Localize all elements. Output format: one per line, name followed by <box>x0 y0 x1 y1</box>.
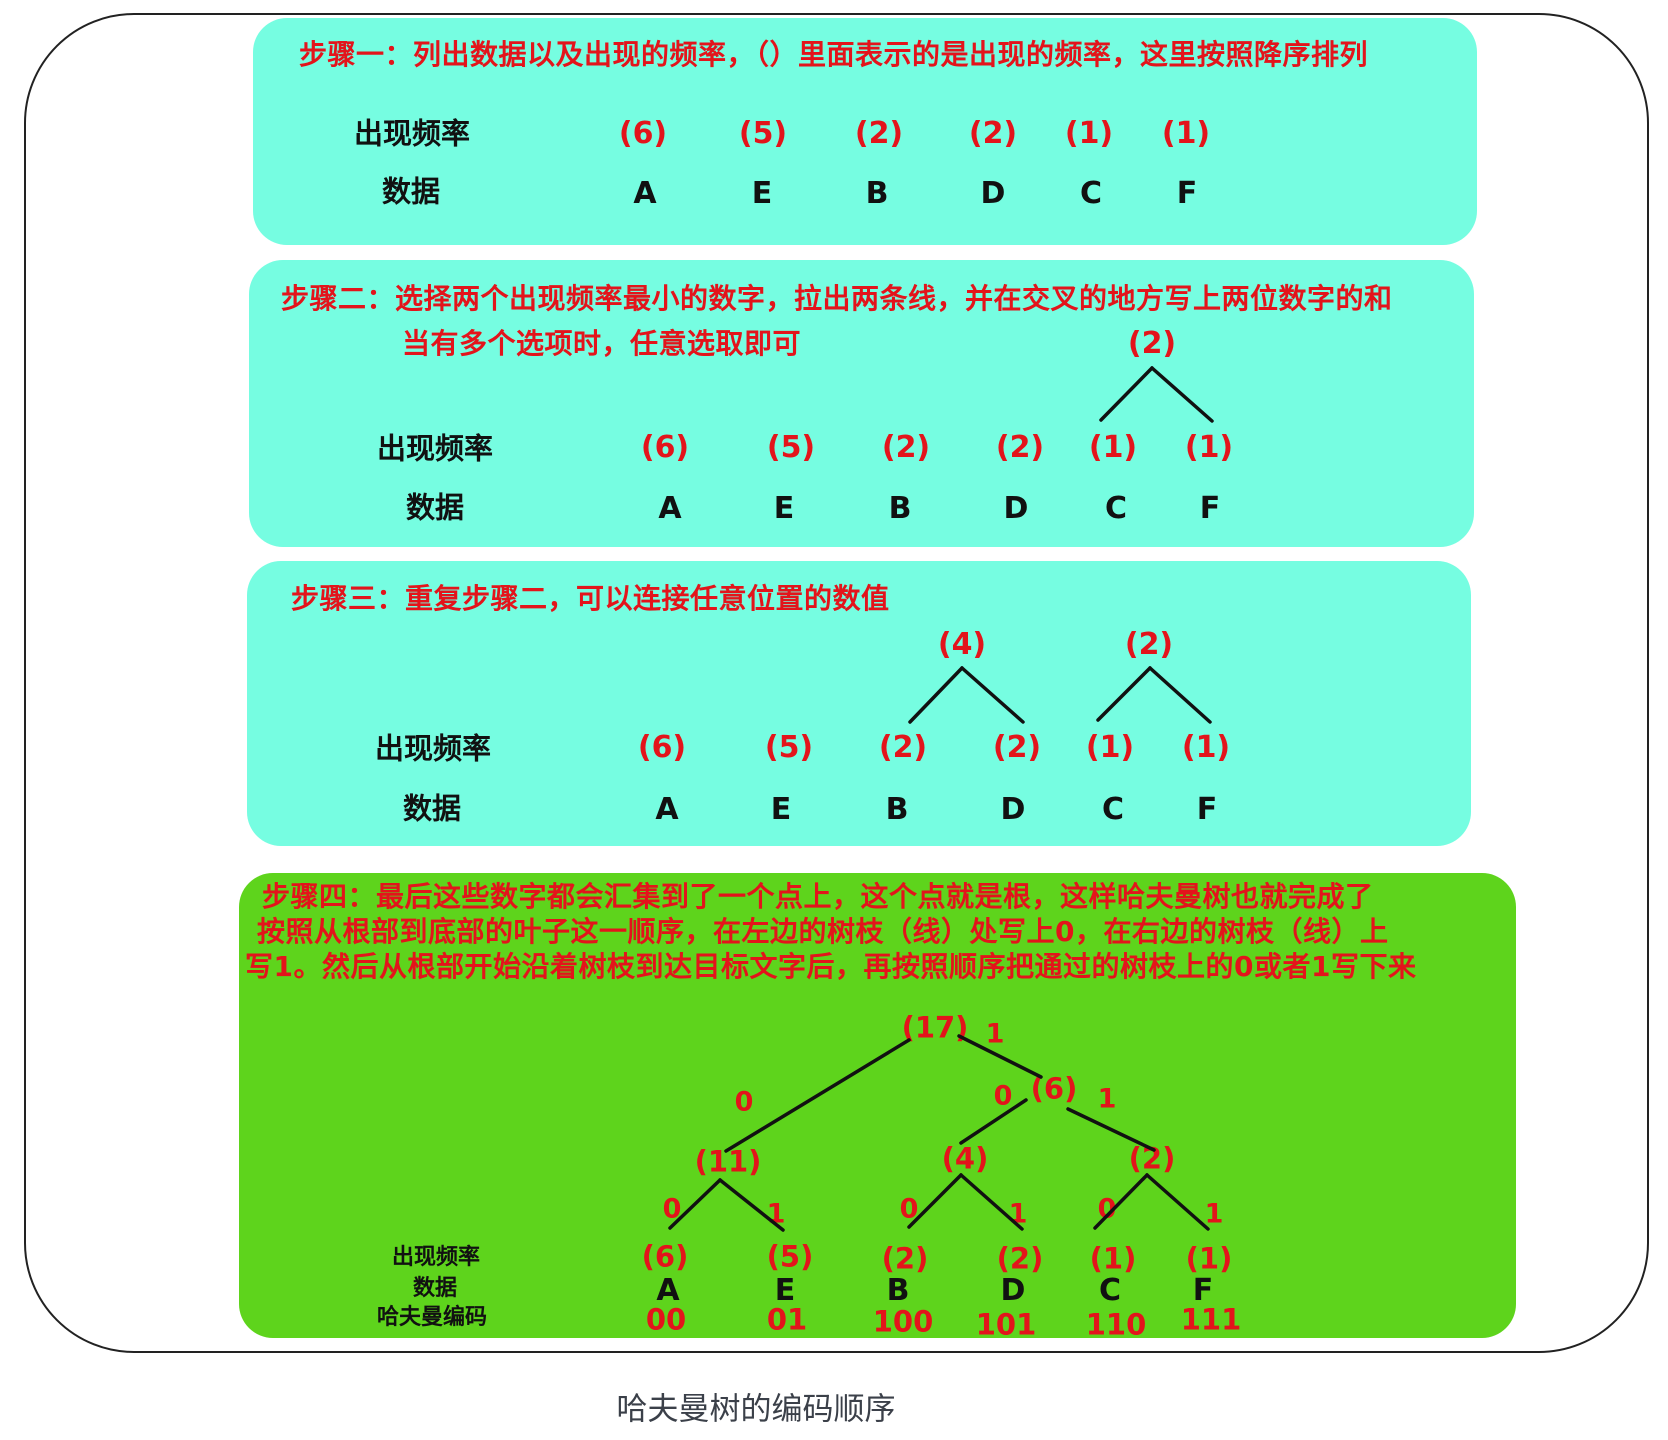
step3-freq-D: (2) <box>992 730 1042 765</box>
step3-letter-E: E <box>770 792 792 827</box>
step4-freq-E: (5) <box>766 1239 814 1274</box>
step2-node-CF: (2) <box>1127 326 1177 361</box>
tree-root-node: (17) <box>901 1010 969 1045</box>
step2-freq-D: (2) <box>995 430 1045 465</box>
step2-letter-F: F <box>1199 491 1221 526</box>
step1-panel <box>253 18 1477 245</box>
step4-title-line3: 写1。然后从根部开始沿着树枝到达目标文字后，再按照顺序把通过的树枝上的0或者1写… <box>245 950 1417 983</box>
step4-freq-A: (6) <box>641 1239 689 1274</box>
step2-letter-B: B <box>888 491 912 526</box>
step4-freq-B: (2) <box>881 1241 929 1276</box>
step2-freq-F: (1) <box>1184 430 1234 465</box>
bit-4-left: 0 <box>899 1193 919 1225</box>
step2-title-line2: 当有多个选项时，任意选取即可 <box>402 327 802 360</box>
step3-letter-A: A <box>655 792 679 827</box>
step3-data-label: 数据 <box>402 791 462 826</box>
bit-11-left: 0 <box>662 1193 682 1225</box>
step1-letter-D: D <box>980 176 1006 211</box>
step2-freq-C: (1) <box>1088 430 1138 465</box>
step1-freq-F: (1) <box>1161 116 1211 151</box>
bit-2-left: 0 <box>1097 1193 1117 1225</box>
step2-letter-E: E <box>773 491 795 526</box>
step4-code-B: 100 <box>872 1304 934 1339</box>
step3-freq-A: (6) <box>637 730 687 765</box>
bit-2-right: 1 <box>1204 1198 1224 1230</box>
diagram-frame <box>24 13 1649 1353</box>
step1-letter-E: E <box>751 176 773 211</box>
step2-letter-A: A <box>658 491 682 526</box>
tree-node-6: (6) <box>1030 1071 1078 1106</box>
step1-freq-E: (5) <box>738 116 788 151</box>
step4-title-line2: 按照从根部到底部的叶子这一顺序，在左边的树枝（线）处写上0，在右边的树枝（线）上 <box>257 915 1389 948</box>
bit-root-right: 1 <box>985 1018 1005 1050</box>
step1-letter-B: B <box>865 176 889 211</box>
step4-letter-A: A <box>656 1273 680 1308</box>
step2-letter-C: C <box>1104 491 1128 526</box>
step4-frequency-label: 出现频率 <box>391 1245 481 1270</box>
bit-node6-left: 0 <box>993 1080 1013 1112</box>
step4-freq-C: (1) <box>1089 1241 1137 1276</box>
step4-freq-D: (2) <box>996 1241 1044 1276</box>
step1-frequency-label: 出现频率 <box>353 116 471 151</box>
tree-node-2: (2) <box>1128 1141 1176 1176</box>
step4-letter-F: F <box>1192 1273 1214 1308</box>
step4-code-A: 00 <box>645 1302 687 1337</box>
step4-letter-C: C <box>1098 1273 1122 1308</box>
step1-letter-C: C <box>1079 176 1103 211</box>
step3-letter-F: F <box>1196 792 1218 827</box>
bit-node6-right: 1 <box>1097 1083 1117 1115</box>
step4-letter-B: B <box>886 1273 910 1308</box>
step1-letter-F: F <box>1176 176 1198 211</box>
step4-code-label: 哈夫曼编码 <box>376 1305 488 1330</box>
step4-code-C: 110 <box>1085 1307 1147 1342</box>
step2-freq-E: (5) <box>766 430 816 465</box>
step1-data-label: 数据 <box>381 174 441 209</box>
step2-freq-A: (6) <box>640 430 690 465</box>
bit-11-right: 1 <box>766 1198 786 1230</box>
tree-node-11: (11) <box>694 1144 762 1179</box>
tree-node-4: (4) <box>941 1141 989 1176</box>
step4-letter-E: E <box>774 1273 796 1308</box>
step1-freq-A: (6) <box>618 116 668 151</box>
bit-root-left: 0 <box>734 1086 754 1118</box>
step3-letter-D: D <box>1000 792 1026 827</box>
step4-code-E: 01 <box>766 1302 808 1337</box>
step4-title-line1: 步骤四：最后这些数字都会汇集到了一个点上，这个点就是根，这样哈夫曼树也就完成了 <box>262 880 1374 913</box>
step2-title-line1: 步骤二：选择两个出现频率最小的数字，拉出两条线，并在交叉的地方写上两位数字的和 <box>281 282 1393 315</box>
step3-freq-F: (1) <box>1181 730 1231 765</box>
step3-freq-E: (5) <box>764 730 814 765</box>
step3-letter-C: C <box>1101 792 1125 827</box>
step1-freq-B: (2) <box>854 116 904 151</box>
bit-4-right: 1 <box>1008 1198 1028 1230</box>
step3-title: 步骤三：重复步骤二，可以连接任意位置的数值 <box>291 582 890 615</box>
step2-letter-D: D <box>1003 491 1029 526</box>
step3-letter-B: B <box>885 792 909 827</box>
step4-code-D: 101 <box>975 1307 1037 1342</box>
step2-freq-B: (2) <box>881 430 931 465</box>
step1-title: 步骤一：列出数据以及出现的频率，（）里面表示的是出现的频率，这里按照降序排列 <box>299 38 1369 71</box>
step1-freq-C: (1) <box>1064 116 1114 151</box>
step3-panel <box>247 561 1471 846</box>
step2-data-label: 数据 <box>405 490 465 525</box>
step4-code-F: 111 <box>1180 1302 1242 1337</box>
step4-data-label: 数据 <box>412 1276 458 1301</box>
step2-panel <box>249 260 1474 547</box>
step4-letter-D: D <box>1000 1273 1026 1308</box>
step3-freq-B: (2) <box>878 730 928 765</box>
step3-node-CF: (2) <box>1124 627 1174 662</box>
step3-freq-C: (1) <box>1085 730 1135 765</box>
step1-freq-D: (2) <box>968 116 1018 151</box>
figure-caption: 哈夫曼树的编码顺序 <box>616 1391 896 1428</box>
step4-freq-F: (1) <box>1185 1241 1233 1276</box>
step3-frequency-label: 出现频率 <box>374 731 492 766</box>
step1-letter-A: A <box>633 176 657 211</box>
step2-frequency-label: 出现频率 <box>376 431 494 466</box>
step3-node-BD: (4) <box>937 627 987 662</box>
